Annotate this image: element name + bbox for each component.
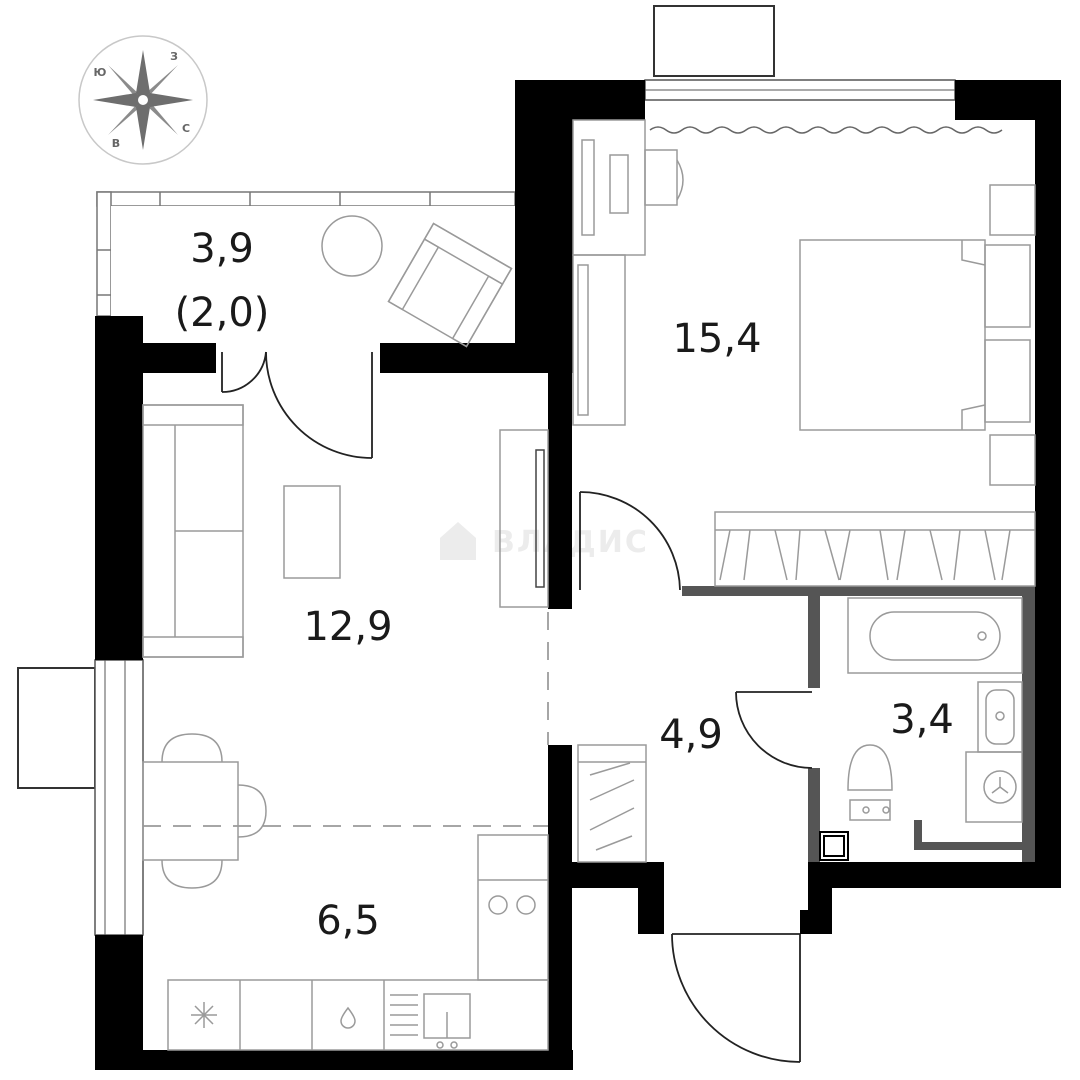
balcony-door — [221, 351, 373, 459]
sofa-icon — [142, 404, 244, 658]
bathroom-door — [735, 691, 813, 769]
bedroom-closet-icon — [714, 511, 1036, 587]
hallway-area: 4,9 — [659, 712, 723, 758]
nightstand-icon — [989, 434, 1036, 486]
top-window-unit — [644, 5, 956, 101]
bedroom-furniture — [572, 119, 1036, 587]
bedroom-door — [579, 491, 681, 591]
vent-shaft-icon — [819, 831, 849, 861]
room-labels: 3,9 (2,0) 15,4 12,9 4,9 3,4 6,5 — [175, 226, 954, 944]
bed-icon — [799, 239, 1031, 431]
fridge-icon — [191, 1002, 217, 1028]
bathroom-fixtures — [819, 597, 1023, 861]
compass-south-label: Ю — [94, 66, 107, 79]
balcony-furniture — [321, 215, 513, 348]
entrance-door — [671, 933, 801, 1063]
dish-rack-icon — [390, 994, 418, 1036]
kitchen-units — [167, 834, 549, 1051]
chair-icon — [161, 733, 223, 763]
chair-icon — [237, 784, 267, 838]
tv-unit-icon — [499, 429, 549, 608]
water-drop-icon — [340, 1006, 356, 1029]
bedroom-area: 15,4 — [672, 316, 761, 362]
living-room-furniture — [142, 404, 549, 658]
chair-icon — [161, 859, 223, 889]
stove-icon — [488, 895, 536, 915]
washbasin-icon — [977, 681, 1023, 753]
doors — [221, 351, 813, 1063]
toilet-icon — [847, 744, 893, 821]
chair-icon — [644, 149, 684, 206]
house-icon — [440, 522, 476, 560]
wardrobe-icon — [572, 254, 626, 426]
kitchen-area: 6,5 — [316, 898, 380, 944]
balcony-area-secondary: (2,0) — [175, 290, 270, 336]
living-room-area: 12,9 — [303, 604, 392, 650]
walls — [95, 80, 1061, 1070]
compass-rose-icon — [93, 50, 193, 150]
desk-icon — [572, 119, 646, 256]
left-window-unit — [17, 659, 144, 936]
balcony-railing — [96, 191, 516, 317]
armchair-icon — [387, 222, 513, 348]
nightstand-icon — [989, 184, 1036, 236]
compass: Ю З С В — [78, 35, 208, 165]
bathtub-icon — [847, 597, 1023, 674]
bathroom-walls — [682, 586, 1035, 862]
compass-west-label: З — [170, 50, 178, 63]
dining-set — [142, 733, 267, 889]
zone-dividers — [143, 612, 549, 827]
sink-icon — [423, 993, 471, 1049]
washing-machine-icon — [965, 751, 1023, 823]
round-table-icon — [321, 215, 383, 277]
dining-table-icon — [142, 761, 239, 861]
curtain-icon — [649, 126, 1003, 134]
bathroom-area: 3,4 — [890, 697, 954, 743]
compass-east-label: В — [112, 137, 120, 150]
compass-north-label: С — [182, 122, 190, 135]
coffee-table-icon — [283, 485, 341, 579]
hallway-closet-icon — [577, 744, 647, 863]
balcony-area: 3,9 — [190, 226, 254, 272]
